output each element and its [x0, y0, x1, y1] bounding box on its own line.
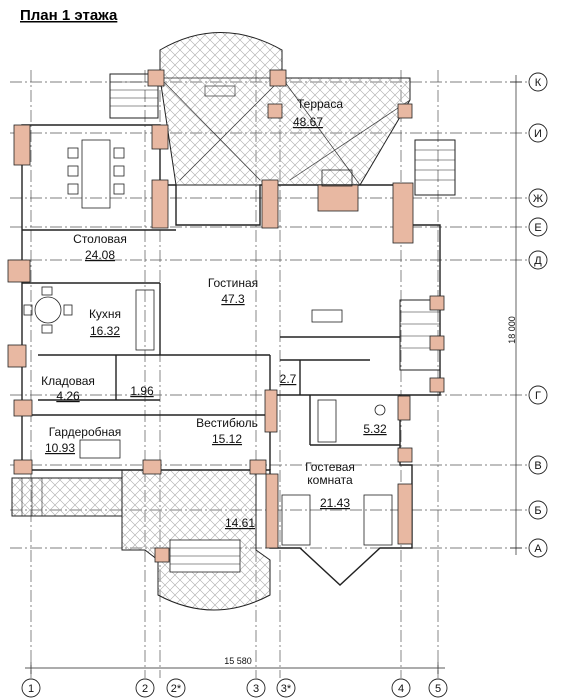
axis-col-2: 2	[135, 678, 155, 698]
svg-text:2.7: 2.7	[280, 372, 297, 386]
room-living: Гостиная 47.3	[208, 276, 258, 306]
column-axes: 1 2 2* 3 3* 4 5	[21, 678, 448, 698]
svg-text:21.43: 21.43	[320, 496, 350, 510]
axis-col-5: 5	[428, 678, 448, 698]
width-dimension: 15 580	[224, 656, 252, 666]
row-axes: К И Ж Е Д Г В Б А	[528, 72, 548, 558]
kitchen-table	[23, 286, 155, 351]
svg-text:5.32: 5.32	[363, 422, 387, 436]
svg-text:1: 1	[28, 683, 34, 695]
svg-text:Кухня: Кухня	[89, 307, 121, 321]
axis-row-k: К	[528, 72, 548, 92]
svg-text:К: К	[535, 77, 542, 89]
svg-text:14.61: 14.61	[225, 516, 255, 530]
svg-text:Столовая: Столовая	[73, 232, 127, 246]
walls	[21, 124, 441, 586]
axis-col-2s: 2*	[166, 678, 186, 698]
svg-text:Кладовая: Кладовая	[41, 374, 95, 388]
svg-text:2: 2	[142, 683, 148, 695]
svg-text:3*: 3*	[281, 683, 292, 695]
room-kitchen: Кухня 16.32	[89, 307, 121, 338]
axis-col-3: 3	[246, 678, 266, 698]
svg-text:Ж: Ж	[533, 193, 543, 205]
height-dimension: 18 000	[507, 316, 517, 344]
axis-row-d: Д	[528, 250, 548, 270]
entry-stair-left	[11, 477, 123, 517]
sofa-living	[311, 309, 343, 323]
bath-fixtures	[317, 399, 386, 443]
axis-col-3s: 3*	[276, 678, 296, 698]
svg-text:4: 4	[398, 683, 404, 695]
svg-text:24.08: 24.08	[85, 248, 115, 262]
svg-text:16.32: 16.32	[90, 324, 120, 338]
porch-zone	[121, 469, 271, 611]
svg-text:В: В	[534, 460, 541, 472]
svg-text:Г: Г	[535, 390, 541, 402]
axis-row-v: В	[528, 455, 548, 475]
svg-text:5: 5	[435, 683, 441, 695]
svg-text:4.26: 4.26	[56, 389, 80, 403]
axis-row-i: И	[528, 123, 548, 143]
room-bath: 5.32	[363, 422, 387, 436]
axis-row-b: Б	[528, 500, 548, 520]
dining-table	[67, 139, 125, 209]
axis-row-a: А	[528, 538, 548, 558]
svg-text:Б: Б	[534, 505, 541, 517]
svg-text:И: И	[534, 128, 542, 140]
svg-text:47.3: 47.3	[221, 292, 245, 306]
axis-row-zh: Ж	[528, 188, 548, 208]
room-terrace: Терраса 48.67	[293, 97, 343, 129]
height-dimension-line	[510, 75, 522, 555]
room-wc-small: 1.96	[130, 384, 154, 398]
svg-text:Терраса: Терраса	[297, 97, 343, 111]
axis-col-4: 4	[391, 678, 411, 698]
svg-text:15.12: 15.12	[212, 432, 242, 446]
svg-text:Вестибюль: Вестибюль	[196, 416, 258, 430]
room-vestibule: Вестибюль 15.12	[196, 416, 258, 446]
wardrobe-bench	[79, 439, 121, 459]
axis-row-e: Е	[528, 217, 548, 237]
room-dining: Столовая 24.08	[73, 232, 127, 262]
svg-text:1.96: 1.96	[130, 384, 154, 398]
axis-col-1: 1	[21, 678, 41, 698]
plan-title: План 1 этажа	[20, 7, 118, 24]
room-pantry: Кладовая 4.26	[41, 374, 95, 403]
axis-row-g: Г	[528, 385, 548, 405]
wall-piers	[7, 69, 445, 563]
svg-text:Гардеробная: Гардеробная	[49, 425, 122, 439]
svg-text:Гостиная: Гостиная	[208, 276, 258, 290]
terrace-zone	[159, 32, 411, 186]
svg-text:10.93: 10.93	[45, 441, 75, 455]
fireplace	[321, 169, 353, 187]
room-stair-area: 2.7	[280, 372, 297, 386]
svg-text:Д: Д	[534, 255, 542, 267]
width-dimension-line	[25, 662, 445, 674]
svg-text:3: 3	[253, 683, 259, 695]
svg-text:Е: Е	[534, 222, 541, 234]
stair-right	[399, 139, 456, 371]
room-wardrobe: Гардеробная 10.93	[45, 425, 121, 455]
svg-text:2*: 2*	[171, 683, 182, 695]
svg-text:48.67: 48.67	[293, 115, 323, 129]
svg-text:А: А	[534, 543, 542, 555]
guest-beds	[281, 494, 393, 546]
